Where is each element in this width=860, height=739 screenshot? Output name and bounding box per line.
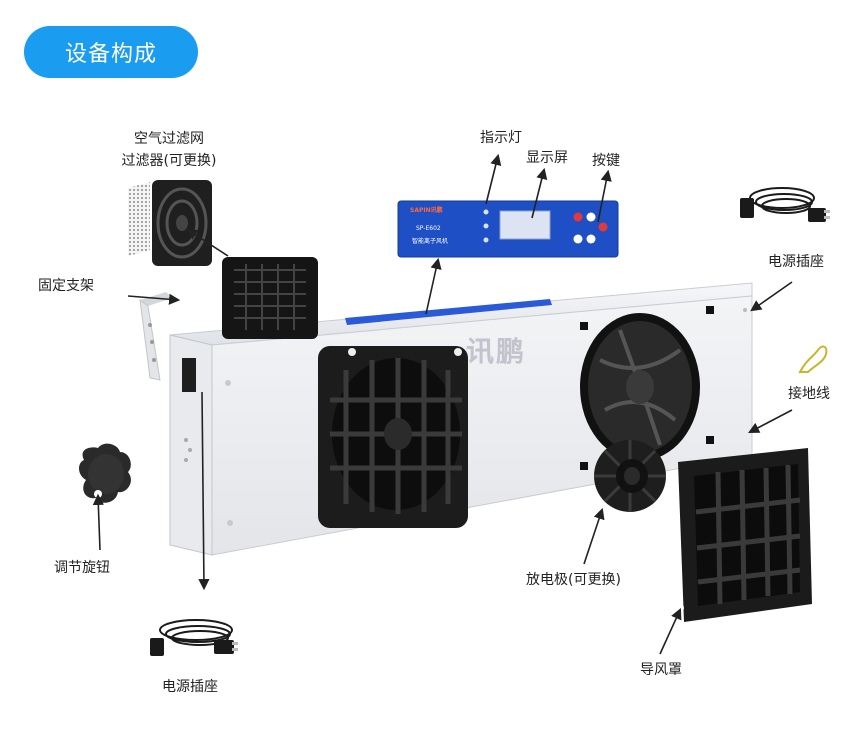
panel-name: 智能离子风机 <box>412 238 449 245</box>
fan-guard <box>676 448 812 622</box>
label-knob: 调节旋钮 <box>54 560 110 576</box>
panel-logo: SAPIN讯鹏 <box>410 207 443 214</box>
left-fan-guard <box>318 346 468 528</box>
air-filter-mesh <box>128 182 150 256</box>
label-ground-wire: 接地线 <box>788 386 830 402</box>
label-power-socket-right: 电源插座 <box>768 254 824 270</box>
section-title-badge: 设备构成 <box>24 26 198 78</box>
power-cable-bottom <box>150 619 238 656</box>
leader-arrows <box>92 153 793 655</box>
brand-watermark: 讯鹏 <box>466 335 527 368</box>
label-indicator: 指示灯 <box>480 130 522 146</box>
panel-model: SP-E602 <box>416 225 441 232</box>
right-fan <box>580 313 700 461</box>
label-bracket: 固定支架 <box>38 278 94 294</box>
label-keys: 按键 <box>592 153 620 169</box>
label-electrode: 放电极(可更换) <box>526 572 621 588</box>
ground-wire <box>798 345 828 373</box>
section-title: 设备构成 <box>64 42 157 67</box>
adjustment-knob <box>79 443 131 503</box>
filter-frame <box>152 180 212 266</box>
filter-holder <box>222 257 318 339</box>
label-air-filter: 空气过滤网 过滤器(可更换) <box>121 131 217 169</box>
label-display: 显示屏 <box>526 150 568 166</box>
label-fan-guard: 导风罩 <box>640 662 682 678</box>
control-panel <box>397 200 619 258</box>
power-cable-right <box>740 187 830 222</box>
discharge-electrode <box>594 440 666 512</box>
label-power-socket-bottom: 电源插座 <box>162 679 218 695</box>
mounting-bracket <box>139 292 172 381</box>
